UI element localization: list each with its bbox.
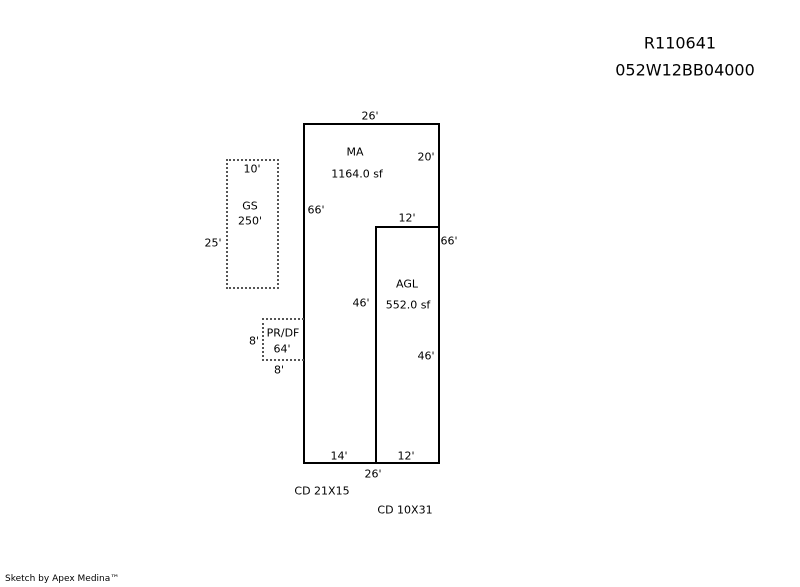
ma-dim-top: 26' — [361, 109, 379, 123]
ma-dim-bottom-left: 14' — [330, 449, 348, 463]
ma-label: MA — [346, 145, 364, 159]
prdf-dim-bottom: 8' — [273, 363, 285, 377]
gs-label: GS — [242, 199, 258, 213]
gs-dim-top: 10' — [243, 162, 261, 176]
map-number: 052W12BB04000 — [615, 60, 755, 80]
prdf-label: PR/DF — [266, 326, 300, 340]
note-cd-1: CD 21X15 — [294, 484, 350, 498]
prdf-area-outline — [262, 318, 304, 361]
agl-dim-right: 46' — [417, 349, 435, 363]
note-cd-2: CD 10X31 — [377, 503, 433, 517]
agl-dim-left: 46' — [352, 296, 370, 310]
prdf-area: 64' — [273, 342, 291, 356]
agl-dim-top: 12' — [398, 211, 416, 225]
ma-dim-bottom: 26' — [364, 467, 382, 481]
parcel-id: R110641 — [643, 33, 717, 53]
ma-dim-right-upper: 20' — [417, 150, 435, 164]
agl-area-outline — [375, 226, 440, 464]
prdf-dim-left: 8' — [248, 334, 260, 348]
agl-label: AGL — [396, 277, 418, 291]
agl-area: 552.0 sf — [385, 298, 431, 312]
ma-area: 1164.0 sf — [331, 167, 383, 181]
ma-dim-right: 66' — [440, 234, 458, 248]
gs-dim-left: 25' — [204, 236, 222, 250]
gs-area: 250' — [237, 214, 263, 228]
agl-dim-bottom: 12' — [397, 449, 415, 463]
gs-area-outline — [226, 159, 279, 289]
footer-credit: Sketch by Apex Medina™ — [5, 574, 120, 584]
ma-dim-left: 66' — [307, 203, 325, 217]
